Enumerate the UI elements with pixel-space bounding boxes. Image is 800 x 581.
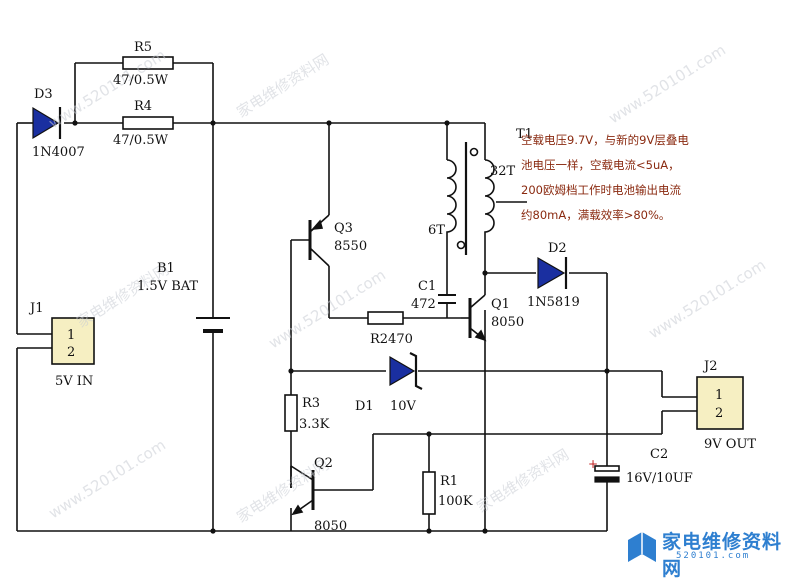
label-j2-pin2: 2 (715, 406, 724, 421)
label-d3: D3 (34, 87, 53, 102)
circuit-note: 空载电压9.7V，与新的9V层叠电 池电压一样，空载电流<5uA， 200欧姆档… (521, 128, 771, 228)
label-j1-pin2: 2 (67, 345, 76, 360)
transistor-q2 (290, 465, 315, 516)
label-b1: B1 (157, 261, 175, 276)
logo-url: 520101.com (676, 551, 751, 561)
capacitor-c2: + (588, 457, 620, 483)
connector-j1 (51, 317, 95, 365)
label-c1: C1 (418, 279, 437, 294)
diode-d3 (32, 106, 62, 140)
label-r1-value: 100K (438, 494, 473, 509)
label-r1: R1 (440, 474, 459, 489)
zener-diode-d1 (389, 352, 423, 390)
label-t1: T1 (516, 127, 533, 142)
label-r5: R5 (134, 40, 153, 55)
label-q2-part: 8050 (314, 519, 348, 534)
circuit-schematic: + (16, 56, 744, 562)
note-line-2: 池电压一样，空载电流<5uA， (521, 158, 680, 172)
transistor-q1 (461, 294, 487, 342)
label-r3: R3 (302, 396, 321, 411)
label-d3-part: 1N4007 (32, 145, 85, 160)
connector-j2 (696, 376, 744, 430)
label-b1-value: 1.5V BAT (137, 279, 199, 294)
resistor-r2 (367, 311, 404, 325)
label-r4: R4 (134, 99, 153, 114)
label-d2: D2 (548, 241, 567, 256)
label-j1-caption: 5V IN (55, 374, 94, 389)
label-j1-pin1: 1 (67, 328, 76, 343)
diode-d2 (537, 256, 568, 290)
label-c2: C2 (650, 447, 669, 462)
note-line-3: 200欧姆档工作时电池输出电流 (521, 183, 681, 197)
note-line-1: 空载电压9.7V，与新的9V层叠电 (521, 133, 689, 147)
book-logo-icon (628, 532, 656, 562)
label-d1: D1 (355, 399, 374, 414)
label-j2: J2 (704, 359, 718, 374)
note-line-4: 约80mA，满载效率>80%。 (521, 208, 671, 222)
label-q1-part: 8050 (491, 315, 525, 330)
resistor-r1 (422, 471, 436, 515)
label-r4-value: 47/0.5W (113, 133, 168, 148)
label-r5-value: 47/0.5W (113, 73, 168, 88)
label-t1-32t: 32T (490, 164, 516, 179)
label-j1: J1 (30, 301, 44, 316)
label-q3: Q3 (334, 221, 353, 236)
label-d1-value: 10V (390, 399, 416, 414)
svg-text:+: + (588, 457, 598, 471)
label-t1-6t: 6T (428, 223, 445, 238)
label-c2-value: 16V/10UF (626, 471, 693, 486)
label-q1: Q1 (491, 297, 510, 312)
transformer-t1 (446, 142, 495, 255)
label-c1-value: 472 (411, 297, 436, 312)
resistor-r5 (122, 56, 174, 70)
label-j2-pin1: 1 (715, 388, 724, 403)
resistor-r3 (284, 394, 298, 432)
capacitor-c1 (438, 294, 456, 304)
resistor-r4 (122, 116, 174, 130)
label-r2: R2470 (370, 332, 413, 347)
label-r3-value: 3.3K (299, 417, 330, 432)
label-d2-part: 1N5819 (527, 295, 580, 310)
label-q3-part: 8550 (334, 239, 368, 254)
label-j2-caption: 9V OUT (704, 437, 757, 452)
battery-b1 (196, 317, 230, 333)
transistor-q3 (291, 214, 330, 267)
label-q2: Q2 (314, 456, 333, 471)
